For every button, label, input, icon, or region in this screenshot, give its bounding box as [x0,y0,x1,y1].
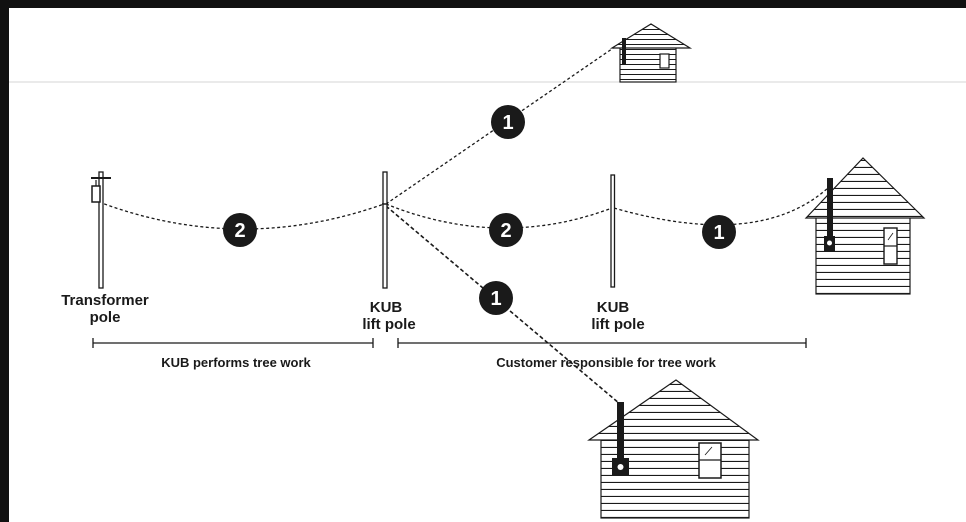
badge-right-service-number: 1 [713,222,724,244]
badge-middle-span: 2 [489,213,523,247]
right-house-meter-dial [827,240,832,246]
badge-right-service: 1 [702,215,736,249]
badge-middle-span-number: 2 [500,220,511,242]
transformer-pole-shaft [98,171,104,289]
badge-bottom-service: 1 [479,281,513,315]
badge-bottom-service-number: 1 [490,288,501,310]
kub-lift-pole-left [382,171,388,289]
right-house-roof [804,157,926,219]
right-house [804,157,926,295]
bottom-house-meter-dial [617,464,624,470]
top-border [0,0,966,8]
transformer-pole-label-line1: Transformer [61,292,149,309]
kub-lift-pole-right-shaft [610,174,616,288]
kub-tree-work-label: KUB performs tree work [161,355,311,370]
bottom-house [587,379,760,519]
top-house [609,23,693,83]
badge-left-span-number: 2 [234,220,245,242]
right-house-window-glare [887,232,894,241]
service-wires [98,41,830,230]
customer-responsibility-bracket [397,338,807,348]
badge-top-service-number: 1 [502,112,513,134]
customer-tree-work-label: Customer responsible for tree work [496,355,716,370]
top-house-window [659,53,670,69]
kub-lift-pole-right-label-line1: KUB [597,299,630,316]
bottom-house-roof [587,379,760,441]
bottom-house-wall [600,439,750,519]
bottom-house-window-glare [704,446,713,456]
kub-lift-pole-left-label-line2: lift pole [362,316,415,333]
kub-lift-pole-right [610,174,616,288]
transformer-pole-label-line2: pole [90,309,121,326]
kub-lift-pole-left-label-line1: KUB [370,299,403,316]
transformer-pole [91,171,111,289]
right-house-service-mast [827,178,833,238]
badge-top-service: 1 [491,105,525,139]
transformer-can-icon [91,185,101,203]
top-house-mast [622,38,626,64]
badge-left-span: 2 [223,213,257,247]
left-border [0,0,9,522]
kub-lift-pole-left-shaft [382,171,388,289]
kub-lift-pole-right-label-line2: lift pole [591,316,644,333]
bottom-house-service-mast [617,402,624,462]
wire-kub-pole-to-right-house [613,186,830,226]
kub-responsibility-bracket [92,338,374,348]
top-house-roof [609,23,693,49]
